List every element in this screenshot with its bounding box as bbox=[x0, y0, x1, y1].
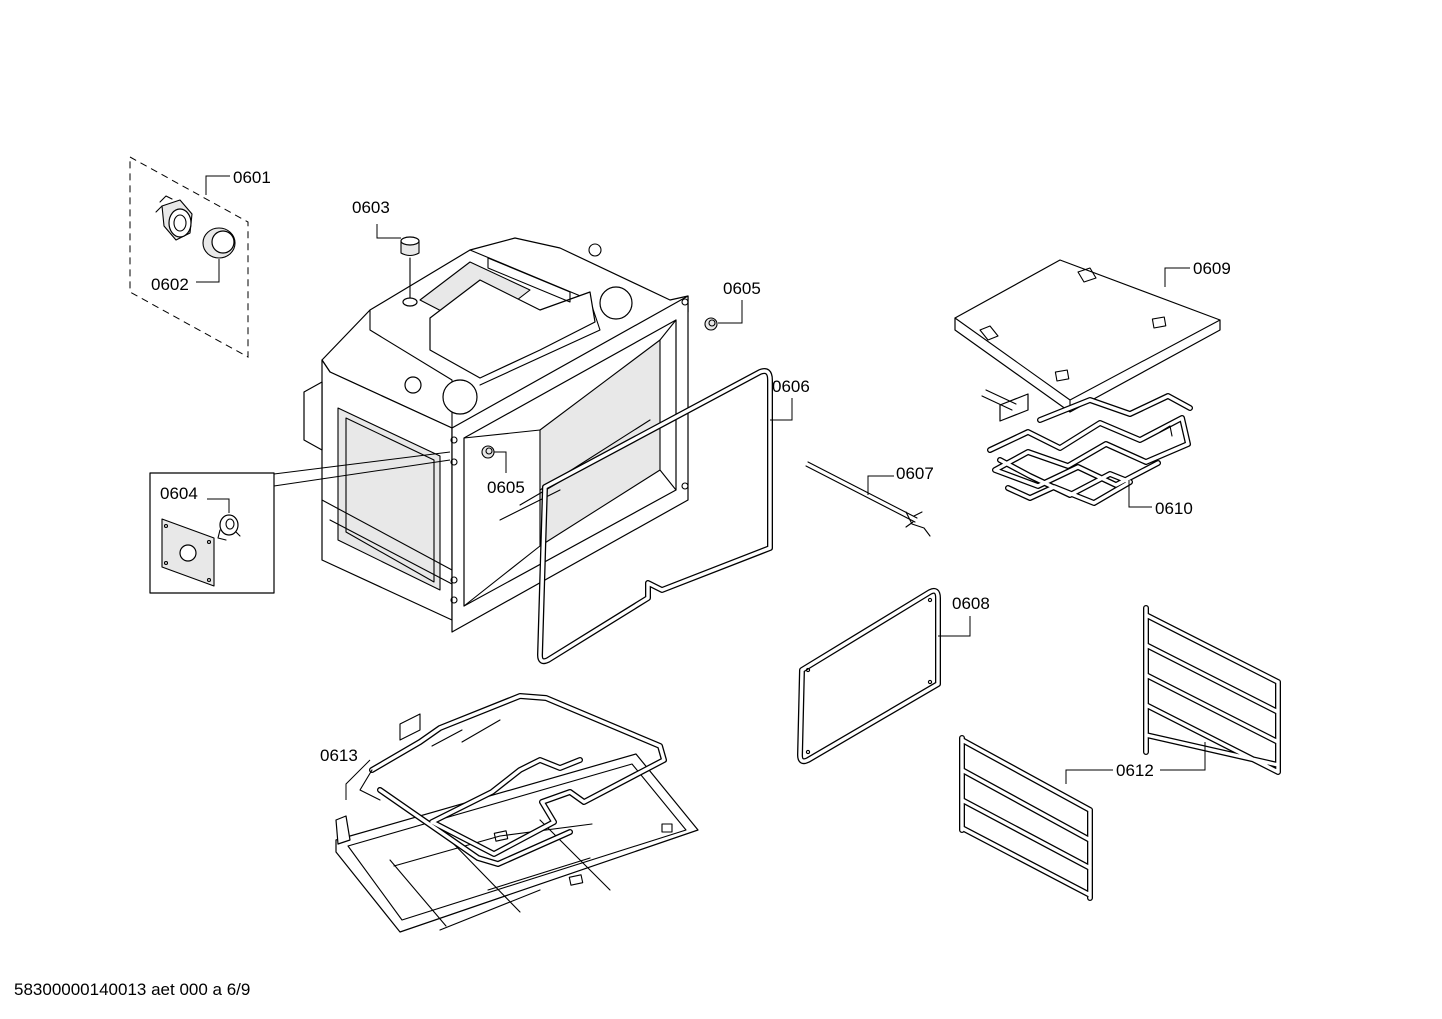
callout-0613: 0613 bbox=[320, 746, 358, 765]
bottom-heater-part-0613: 0613 bbox=[320, 693, 699, 933]
callout-0602: 0602 bbox=[151, 275, 189, 294]
callout-0605-lower: 0605 bbox=[487, 478, 525, 497]
callout-0610: 0610 bbox=[1155, 499, 1193, 518]
document-reference: 58300000140013 aet 000 a 6/9 bbox=[14, 980, 251, 999]
lamp-socket-part-0601 bbox=[155, 195, 193, 241]
leader-0612 bbox=[1065, 742, 1206, 784]
leader-0604 bbox=[207, 498, 230, 513]
fastener-part-0605-upper: 0605 bbox=[704, 279, 761, 331]
oven-cavity bbox=[303, 237, 689, 633]
leader-0613 bbox=[345, 759, 371, 800]
leader-0609 bbox=[1164, 267, 1190, 287]
inset-detail-0604: 0604 bbox=[149, 451, 451, 594]
top-cover-plate-part-0609: 0609 bbox=[954, 259, 1231, 413]
leader-0610 bbox=[1128, 480, 1152, 508]
top-fitting-part-0603: 0603 bbox=[352, 198, 420, 307]
leader-0608 bbox=[938, 616, 971, 637]
fastener-part-0605-lower: 0605 bbox=[481, 445, 525, 497]
callout-0606: 0606 bbox=[772, 377, 810, 396]
callout-0605-upper: 0605 bbox=[723, 279, 761, 298]
callout-0609: 0609 bbox=[1193, 259, 1231, 278]
inset-pointer-lines bbox=[273, 451, 451, 487]
leader-0602 bbox=[196, 259, 220, 283]
callout-0608: 0608 bbox=[952, 594, 990, 613]
lamp-cover-part-0602 bbox=[202, 227, 236, 259]
callout-0607: 0607 bbox=[896, 464, 934, 483]
back-panel-part-0608: 0608 bbox=[797, 587, 990, 765]
callout-0601: 0601 bbox=[233, 168, 271, 187]
callout-0612: 0612 bbox=[1116, 761, 1154, 780]
callout-0604: 0604 bbox=[160, 484, 198, 503]
side-rack-right-part-0612 bbox=[1143, 605, 1281, 775]
side-rack-left-part-0612 bbox=[959, 735, 1093, 901]
leader-0606 bbox=[770, 398, 793, 421]
lamp-assembly-dashed-frame bbox=[129, 156, 249, 358]
leader-0607 bbox=[867, 475, 894, 495]
leader-0605-lower bbox=[494, 451, 507, 473]
door-seal-part-0606: 0606 bbox=[537, 368, 810, 665]
bracket-clip-0604 bbox=[217, 514, 241, 541]
lamp-assembly-group: 0601 0602 bbox=[129, 156, 271, 358]
top-heating-element-part-0610: 0610 bbox=[981, 389, 1193, 518]
callout-0603: 0603 bbox=[352, 198, 390, 217]
temperature-sensor-part-0607: 0607 bbox=[805, 461, 934, 537]
leader-0603 bbox=[376, 224, 401, 239]
leader-0605-upper bbox=[718, 300, 743, 324]
leader-0601 bbox=[205, 175, 230, 195]
